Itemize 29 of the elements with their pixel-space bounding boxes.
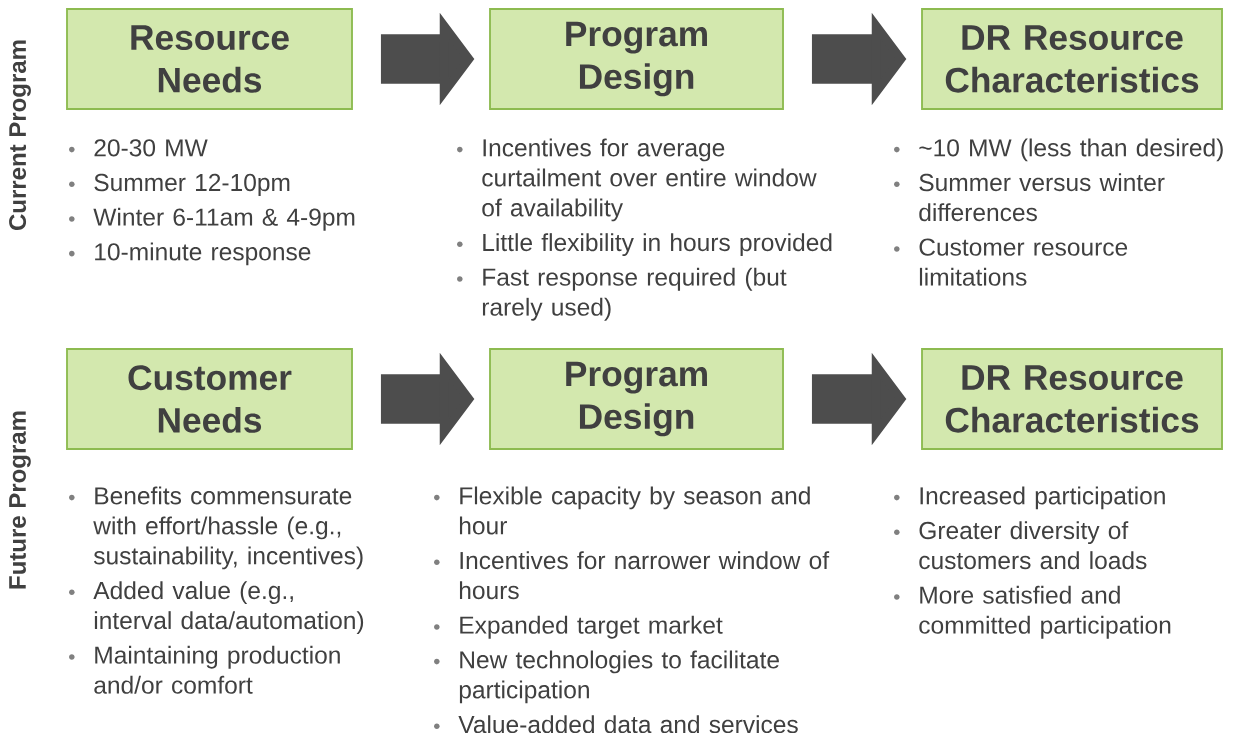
title-box: Program Design	[489, 348, 784, 450]
bullet-text: More satisfied and committed participation	[919, 585, 1171, 639]
row-label: Current Program	[9, 40, 31, 231]
title-box: Resource Needs	[66, 8, 353, 110]
bullet-text: Expanded target market	[460, 615, 723, 639]
title-box: DR Resource Characteristics	[921, 8, 1223, 110]
bullet-text: Incentives for average curtailment over entire window of availability	[482, 138, 817, 222]
bullet-text: Fast response required (but rarely used)	[482, 267, 787, 321]
bullet-text: Value-added data and services	[458, 715, 798, 733]
bullet-text: Incentives for narrower window of hours	[459, 551, 830, 600]
bullet-text: Increased participation	[920, 486, 1165, 510]
bullet-text: ~10 MW (less than desired)	[919, 138, 1223, 162]
bullet-text: Flexible capacity by season and hour	[459, 486, 810, 535]
bullet-text: Maintaining production and/or comfort	[94, 645, 340, 694]
bullet-text: Benefits commensurate with effort/hassle (e.g., sustainability, incentives)	[93, 486, 363, 570]
bullet-text: Customer resource limitations	[919, 238, 1128, 286]
title-box: DR Resource Characteristics	[921, 348, 1223, 450]
bullet-text: New technologies to facilitate participation	[459, 650, 779, 704]
title-box: Customer Needs	[66, 348, 353, 450]
bullet-text: Added value (e.g., interval data/automation)	[93, 581, 364, 634]
bullet-text: 10-minute response	[95, 242, 311, 266]
bullet-text: Summer versus winter differences	[919, 173, 1165, 222]
bullet-text: Winter 6-11am & 4-9pm	[93, 207, 355, 231]
row-label: Future Program	[9, 411, 31, 589]
bullet-text: Summer 12-10pm	[94, 173, 290, 196]
bullet-text: Little flexibility in hours provided	[483, 233, 832, 256]
bullet-text: 20-30 MW	[94, 139, 208, 157]
title-box: Program Design	[489, 8, 784, 110]
bullet-text: Greater diversity of customers and loads	[919, 521, 1147, 570]
